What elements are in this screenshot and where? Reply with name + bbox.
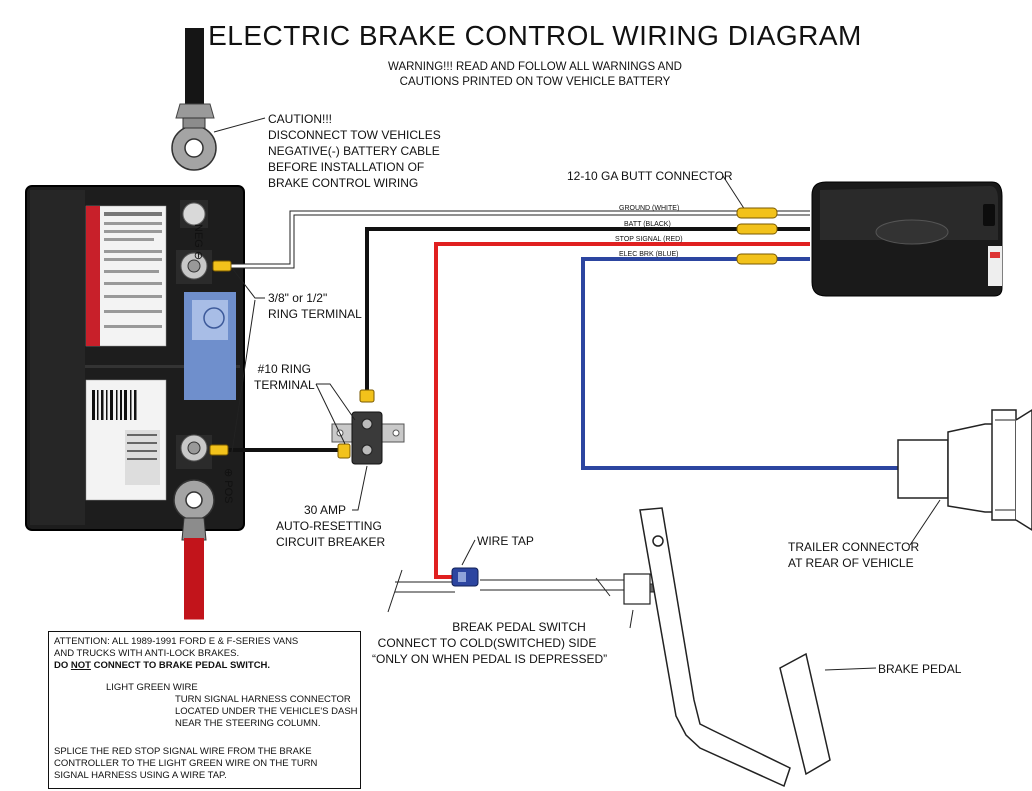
caution-line-4: BEFORE INSTALLATION OF: [268, 160, 425, 174]
circuit-breaker: [331, 389, 405, 465]
ring-terminal-10-label: #10 RING TERMINAL: [254, 361, 315, 393]
brake-pedal-switch-line-3: “ONLY ON WHEN PEDAL IS DEPRESSED”: [372, 652, 608, 666]
harness-line-1: TURN SIGNAL HARNESS CONNECTOR: [175, 694, 351, 705]
circuit-breaker-line-1: 30 AMP: [303, 503, 347, 517]
ring-terminal-line-1: 3/8" or 1/2": [268, 291, 328, 305]
splice-line-1: SPLICE THE RED STOP SIGNAL WIRE FROM THE…: [54, 746, 312, 757]
warning-line-2: CAUTIONS PRINTED ON TOW VEHICLE BATTERY: [399, 76, 671, 88]
elec-brake-wire: [581, 257, 900, 470]
light-green-wire-label: LIGHT GREEN WIRE: [106, 682, 198, 693]
batt-wire-label: BATT (BLACK): [624, 221, 671, 228]
brake-pedal-switch-line-2: CONNECT TO COLD(SWITCHED) SIDE: [377, 636, 597, 650]
warning-line-1: WARNING!!! READ AND FOLLOW ALL WARNINGS …: [388, 61, 682, 73]
note-not: NOT: [70, 660, 91, 671]
ring-terminal-line-2: RING TERMINAL: [268, 307, 362, 321]
brake-pedal: [639, 507, 831, 788]
positive-battery-cable: [173, 479, 215, 621]
butt-connector-label: 12-10 GA BUTT CONNECTOR: [567, 169, 733, 183]
circuit-breaker-label: 30 AMP AUTO-RESETTING CIRCUIT BREAKER: [276, 502, 386, 550]
ring-terminal-label: 3/8" or 1/2" RING TERMINAL: [268, 290, 362, 322]
neg-ring-terminal: [212, 260, 232, 272]
warning-text: WARNING!!! READ AND FOLLOW ALL WARNINGS …: [350, 60, 720, 90]
stop-signal-wire: [434, 242, 810, 579]
ring-terminal-10-line-2: TERMINAL: [254, 378, 315, 392]
circuit-breaker-line-3: CIRCUIT BREAKER: [276, 535, 386, 549]
ground-wire: [220, 210, 810, 269]
caution-line-3: NEGATIVE(-) BATTERY CABLE: [268, 144, 440, 158]
trailer-connector: [897, 409, 1032, 531]
butt-connectors: [736, 207, 778, 265]
splice-line-3: SIGNAL HARNESS USING A WIRE TAP.: [54, 770, 227, 781]
circuit-breaker-line-2: AUTO-RESETTING: [276, 519, 382, 533]
pos-post-label: ⊕ POS: [222, 468, 234, 504]
pos-ring-terminal: [209, 444, 229, 456]
brake-controller: [811, 181, 1003, 297]
splice-line-2: CONTROLLER TO THE LIGHT GREEN WIRE ON TH…: [54, 758, 318, 769]
caution-label: CAUTION!!! DISCONNECT TOW VEHICLES NEGAT…: [268, 111, 441, 191]
harness-line-3: NEAR THE STEERING COLUMN.: [175, 718, 321, 729]
diagram-title: ELECTRIC BRAKE CONTROL WIRING DIAGRAM: [208, 20, 862, 51]
caution-line-5: BRAKE CONTROL WIRING: [268, 176, 419, 190]
brake-pedal-switch-line-1: BREAK PEDAL SWITCH: [452, 620, 586, 634]
ring-terminal-10-line-1: #10 RING: [257, 362, 312, 376]
caution-line-2: DISCONNECT TOW VEHICLES: [268, 128, 441, 142]
stop-wire-label: STOP SIGNAL (RED): [615, 236, 683, 243]
ford-attention-note: ATTENTION: ALL 1989-1991 FORD E & F-SERI…: [48, 631, 361, 789]
note-do: DO: [54, 660, 71, 671]
trailer-connector-line-2: AT REAR OF VEHICLE: [788, 556, 914, 570]
negative-battery-cable: [171, 28, 217, 171]
harness-line-2: LOCATED UNDER THE VEHICLE'S DASH: [175, 706, 358, 717]
note-line-3: DO NOT CONNECT TO BRAKE PEDAL SWITCH.: [54, 660, 270, 672]
trailer-connector-line-1: TRAILER CONNECTOR: [788, 540, 920, 554]
trailer-connector-label: TRAILER CONNECTOR AT REAR OF VEHICLE: [788, 539, 920, 571]
caution-line-1: CAUTION!!!: [268, 112, 333, 126]
note-line-2: AND TRUCKS WITH ANTI-LOCK BRAKES.: [54, 648, 240, 659]
wire-tap: [451, 567, 479, 587]
neg-post-label: NEG ⊖: [192, 224, 204, 261]
elec-wire-label: ELEC BRK (BLUE): [619, 251, 679, 258]
brake-pedal-label: BRAKE PEDAL: [878, 662, 962, 676]
note-line-1: ATTENTION: ALL 1989-1991 FORD E & F-SERI…: [54, 636, 299, 647]
brake-pedal-switch: [387, 569, 665, 613]
note-rest: CONNECT TO BRAKE PEDAL SWITCH.: [90, 660, 271, 671]
ground-wire-label: GROUND (WHITE): [619, 205, 680, 212]
battery: [25, 185, 245, 531]
brake-pedal-switch-label: BREAK PEDAL SWITCH CONNECT TO COLD(SWITC…: [372, 619, 608, 667]
batt-wire: [365, 227, 810, 392]
wire-tap-label: WIRE TAP: [477, 534, 534, 548]
